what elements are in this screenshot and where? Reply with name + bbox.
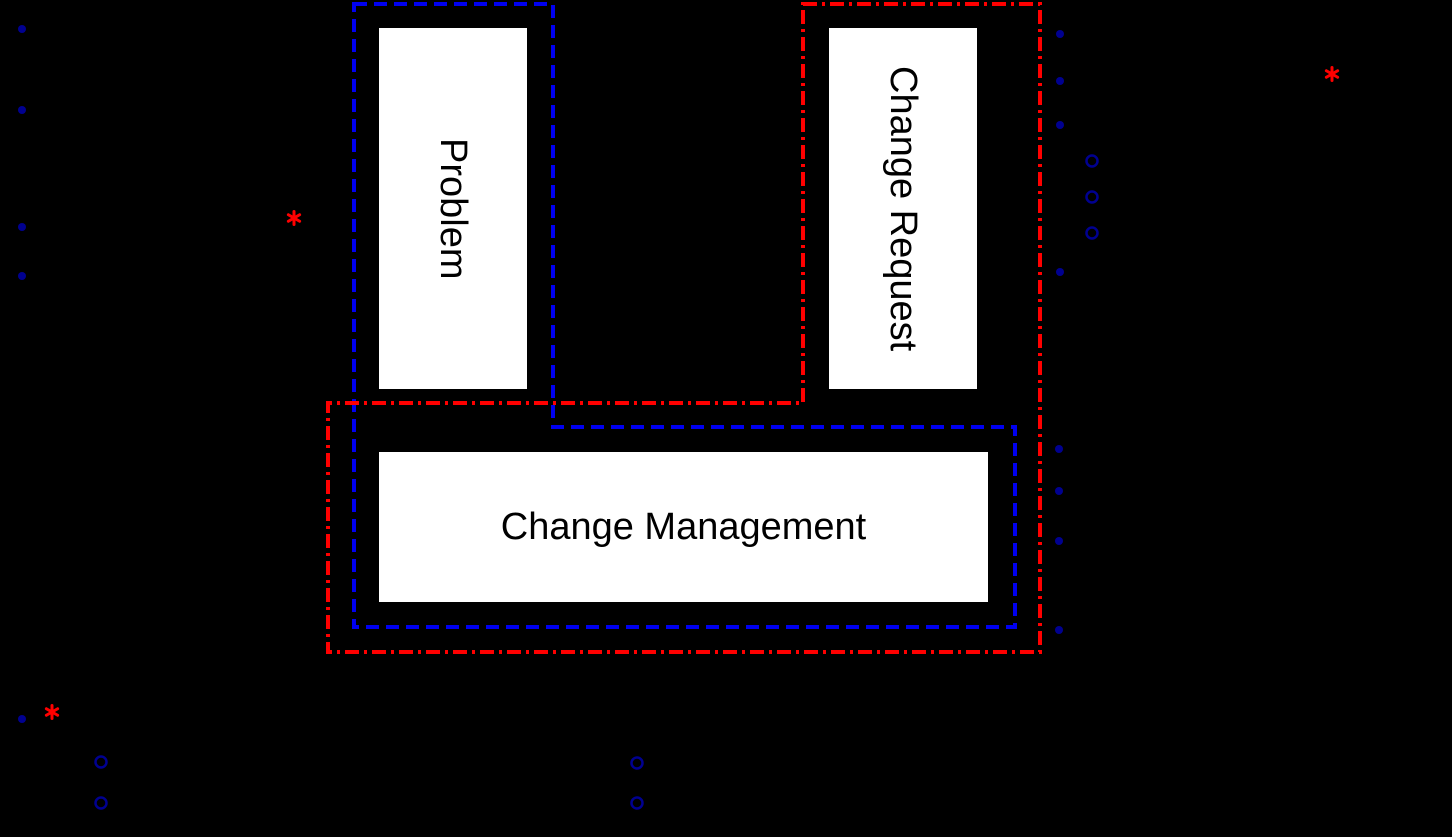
open-circle-marker	[630, 796, 644, 810]
filled-dot-marker	[1055, 537, 1063, 545]
filled-dot-marker	[1056, 30, 1064, 38]
open-circle-marker	[1085, 190, 1099, 204]
open-circle-marker	[630, 756, 644, 770]
open-circle-marker	[1085, 154, 1099, 168]
asterisk-stroke	[286, 213, 302, 223]
open-circle-marker	[94, 796, 108, 810]
asterisk-stroke	[44, 707, 60, 717]
node-change-request-label: Change Request	[882, 65, 924, 352]
red-dashdot-group-border	[326, 2, 1042, 654]
filled-dot-marker	[18, 25, 26, 33]
node-change-management-label: Change Management	[500, 506, 867, 548]
filled-dot-marker	[1055, 626, 1063, 634]
open-circle-marker	[94, 755, 108, 769]
node-change-management: Change Management	[379, 452, 988, 602]
filled-dot-marker	[18, 715, 26, 723]
blue-dashed-group-border	[352, 2, 1017, 629]
node-change-request: Change Request	[829, 28, 977, 389]
filled-dot-marker	[1056, 77, 1064, 85]
filled-dot-marker	[1055, 445, 1063, 453]
open-circle-marker	[1085, 226, 1099, 240]
filled-dot-marker	[1056, 268, 1064, 276]
filled-dot-marker	[18, 106, 26, 114]
asterisk-marker	[286, 210, 302, 226]
filled-dot-marker	[1056, 121, 1064, 129]
asterisk-stroke	[1324, 69, 1340, 79]
node-problem-label: Problem	[432, 137, 474, 280]
asterisk-marker	[1324, 66, 1340, 82]
filled-dot-marker	[1055, 487, 1063, 495]
asterisk-marker	[44, 704, 60, 720]
filled-dot-marker	[18, 223, 26, 231]
node-problem: Problem	[379, 28, 527, 389]
filled-dot-marker	[18, 272, 26, 280]
